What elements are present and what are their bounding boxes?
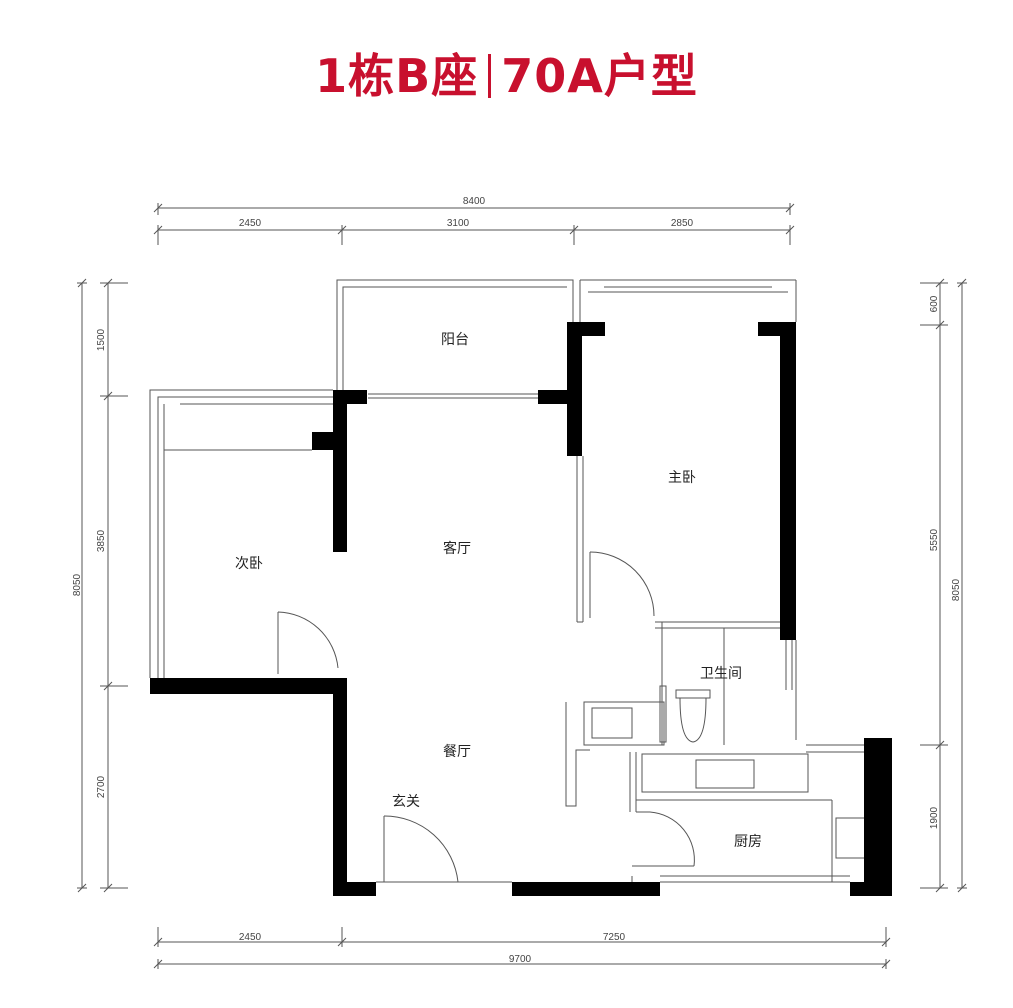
top-dimensions bbox=[153, 203, 795, 245]
bottom-dimensions bbox=[153, 927, 891, 969]
right-dimensions bbox=[920, 278, 967, 893]
room-label-living-room: 客厅 bbox=[443, 540, 471, 557]
dim-right-seg-1: 600 bbox=[929, 295, 940, 312]
dim-right-total: 8050 bbox=[951, 578, 962, 601]
dim-left-seg-3: 2700 bbox=[96, 775, 107, 798]
doors bbox=[277, 551, 711, 883]
building-label: 1栋B座 bbox=[315, 49, 479, 103]
plan-title: 1栋B座 70A户型 bbox=[0, 40, 1013, 106]
dim-bottom-seg-2: 7250 bbox=[603, 932, 626, 943]
room-label-bathroom: 卫生间 bbox=[700, 666, 742, 682]
thin-outlines bbox=[149, 279, 873, 883]
unit-type-label: 70A户型 bbox=[501, 49, 698, 103]
room-label-dining-room: 餐厅 bbox=[443, 744, 471, 760]
room-label-second-bedroom: 次卧 bbox=[235, 556, 263, 572]
dim-bottom-seg-1: 2450 bbox=[239, 932, 262, 943]
dim-right-seg-3: 1900 bbox=[929, 806, 940, 829]
dim-top-seg-2: 3100 bbox=[447, 218, 470, 229]
dim-right-seg-2: 5550 bbox=[929, 528, 940, 551]
room-label-balcony: 阳台 bbox=[441, 332, 469, 348]
dim-left-total: 8050 bbox=[72, 573, 83, 596]
dim-top-total: 8400 bbox=[463, 196, 486, 207]
title-separator bbox=[488, 54, 492, 98]
dim-bottom-total: 9700 bbox=[509, 954, 532, 965]
left-dimensions bbox=[77, 278, 128, 893]
dim-left-seg-1: 1500 bbox=[96, 328, 107, 351]
dim-left-seg-2: 3850 bbox=[96, 529, 107, 552]
dim-top-seg-3: 2850 bbox=[671, 218, 694, 229]
dim-top-seg-1: 2450 bbox=[239, 218, 262, 229]
walls bbox=[150, 322, 892, 896]
room-label-entrance: 玄关 bbox=[392, 793, 420, 810]
room-label-kitchen: 厨房 bbox=[734, 834, 762, 850]
room-label-master-bedroom: 主卧 bbox=[668, 470, 696, 486]
